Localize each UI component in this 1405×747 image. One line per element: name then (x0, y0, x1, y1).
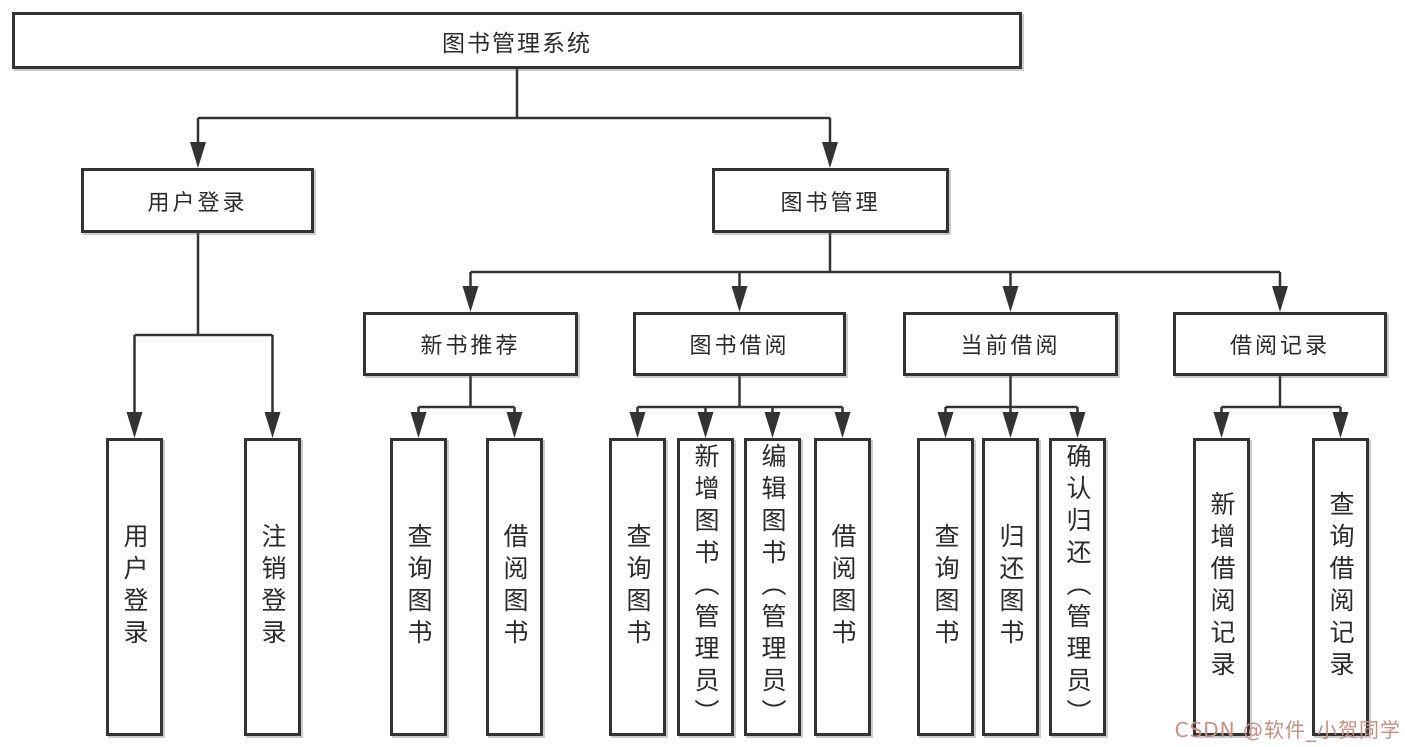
arrow-down-icon (1332, 412, 1349, 438)
leaf-query-books-current: 查询图书 (917, 438, 974, 736)
leaf-add-books-admin: 新增图书（管理员） (677, 438, 734, 736)
leaf-query-books-borrowing: 查询图书 (609, 438, 666, 736)
connector-line (636, 376, 844, 414)
connector-line (417, 376, 516, 414)
leaf-confirm-return-admin: 确认归还（管理员） (1049, 438, 1106, 736)
node-label: 借阅图书 (828, 523, 857, 651)
arrow-down-icon (462, 286, 479, 312)
node-label: 归还图书 (996, 523, 1025, 651)
arrow-down-icon (264, 412, 281, 438)
leaf-logout: 注销登录 (244, 438, 301, 736)
node-label: 借阅记录 (1229, 334, 1330, 359)
node-library-management-system: 图书管理系统 (12, 12, 1022, 69)
arrow-down-icon (697, 412, 714, 438)
leaf-return-books: 归还图书 (982, 438, 1039, 736)
arrow-down-icon (764, 412, 781, 438)
node-label: 用户登录 (147, 190, 248, 216)
node-label: 确认归还（管理员） (1063, 443, 1092, 731)
arrow-down-icon (190, 142, 206, 168)
node-label: 用户登录 (120, 523, 149, 651)
leaf-query-books-recommend: 查询图书 (390, 438, 447, 736)
node-label: 图书借阅 (689, 334, 790, 359)
arrow-down-icon (731, 286, 748, 312)
node-label: 新增借阅记录 (1207, 491, 1236, 683)
arrow-down-icon (1272, 286, 1288, 312)
node-label: 借阅图书 (500, 523, 529, 651)
node-label: 查询图书 (623, 523, 652, 651)
arrow-down-icon (126, 412, 143, 438)
node-label: 注销登录 (258, 523, 287, 651)
node-user-login: 用户登录 (81, 168, 314, 233)
arrow-down-icon (1002, 286, 1019, 312)
node-label: 当前借阅 (960, 334, 1061, 359)
node-borrowing-records: 借阅记录 (1173, 312, 1387, 376)
arrow-down-icon (834, 412, 851, 438)
leaf-borrow-books-recommend: 借阅图书 (486, 438, 543, 736)
leaf-user-login: 用户登录 (106, 438, 163, 736)
node-book-management: 图书管理 (712, 168, 949, 233)
leaf-borrow-books: 借阅图书 (814, 438, 871, 736)
arrow-down-icon (410, 412, 427, 438)
arrow-down-icon (629, 412, 646, 438)
arrow-down-icon (1069, 412, 1086, 438)
node-label: 查询图书 (931, 523, 960, 651)
node-label: 查询图书 (404, 523, 433, 651)
arrow-down-icon (937, 412, 954, 438)
watermark: CSDN @软件_小贺同学 (1174, 718, 1401, 742)
connector-line (133, 233, 274, 414)
node-label: 图书管理系统 (442, 30, 592, 57)
node-label: 图书管理 (780, 190, 881, 216)
connector-line (196, 69, 832, 144)
arrow-down-icon (822, 142, 838, 168)
connector-line (469, 233, 1282, 288)
node-new-book-recommend: 新书推荐 (363, 312, 578, 376)
node-current-borrowing: 当前借阅 (903, 312, 1118, 376)
node-label: 查询借阅记录 (1326, 491, 1355, 683)
connector-line (944, 376, 1079, 414)
node-label: 编辑图书（管理员） (758, 443, 787, 731)
arrow-down-icon (1213, 412, 1230, 438)
arrow-down-icon (1002, 412, 1019, 438)
connector-line (1220, 376, 1342, 414)
leaf-edit-books-admin: 编辑图书（管理员） (744, 438, 801, 736)
node-label: 新书推荐 (420, 334, 521, 359)
node-label: 新增图书（管理员） (691, 443, 720, 731)
node-book-borrowing: 图书借阅 (633, 312, 846, 376)
arrow-down-icon (506, 412, 523, 438)
leaf-query-borrow-record: 查询借阅记录 (1312, 438, 1369, 736)
leaf-add-borrow-record: 新增借阅记录 (1193, 438, 1250, 736)
